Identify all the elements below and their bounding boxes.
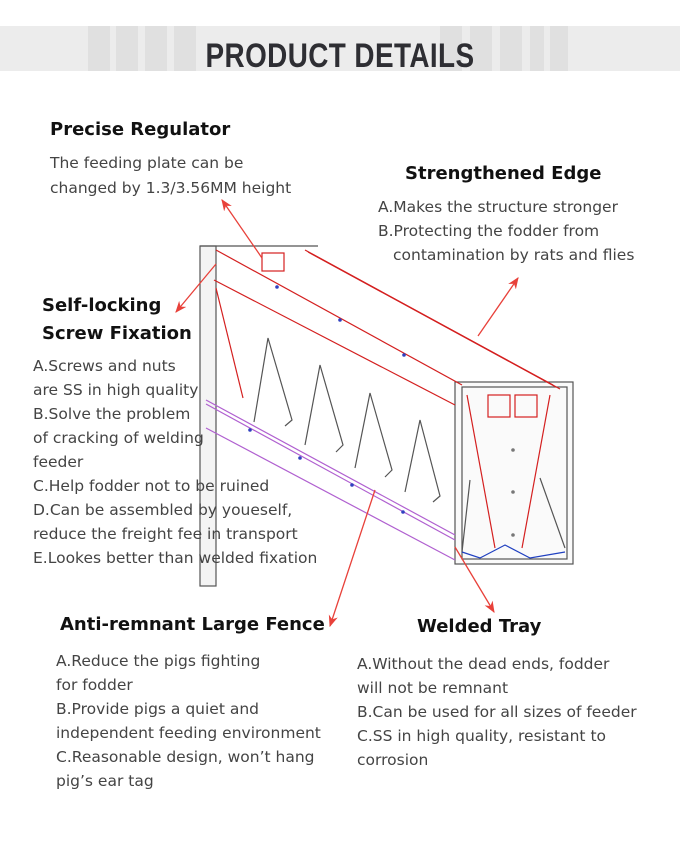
tray-line: corrosion	[357, 751, 429, 769]
arrow-tray	[454, 546, 495, 614]
edge-title: Strengthened Edge	[405, 163, 602, 184]
screw-line: C.Help fodder not to be ruined	[33, 477, 270, 495]
edge-line: A.Makes the structure stronger	[378, 198, 618, 216]
fence-line: pig’s ear tag	[56, 772, 154, 790]
screw-line: B.Solve the problem	[33, 405, 191, 423]
tray-line: C.SS in high quality, resistant to	[357, 727, 606, 745]
arrow-fence	[328, 489, 376, 628]
regulator-title: Precise Regulator	[50, 119, 231, 140]
screw-line: E.Lookes better than welded fixation	[33, 549, 318, 567]
fence-title: Anti-remnant Large Fence	[60, 614, 325, 635]
tray-line: will not be remnant	[357, 679, 509, 697]
screw-title-line: Screw Fixation	[42, 323, 192, 344]
screw-line: of cracking of welding	[33, 429, 204, 447]
screw-title-line: Self-locking	[42, 295, 162, 316]
edge-line: B.Protecting the fodder from	[378, 222, 600, 240]
arrow-regulator	[221, 199, 263, 259]
screw-line: D.Can be assembled by youeself,	[33, 501, 293, 519]
regulator-line: changed by 1.3/3.56MM height	[50, 179, 292, 197]
tray-title: Welded Tray	[417, 616, 542, 637]
screw-line: reduce the freight fee in transport	[33, 525, 298, 543]
arrow-edge	[477, 277, 519, 337]
tray-line: A.Without the dead ends, fodder	[357, 655, 610, 673]
screw-line: feeder	[33, 453, 84, 471]
screw-dots	[248, 285, 515, 537]
regulator-line: The feeding plate can be	[50, 154, 244, 172]
fence-line: A.Reduce the pigs fighting	[56, 652, 261, 670]
header-ghost-watermark	[88, 26, 568, 71]
edge-line: contamination by rats and flies	[393, 246, 635, 264]
arrow-screw	[175, 263, 217, 313]
page-title: PRODUCT DETAILS	[205, 37, 475, 75]
tray-line: B.Can be used for all sizes of feeder	[357, 703, 637, 721]
fence-line: independent feeding environment	[56, 724, 321, 742]
fence-line: B.Provide pigs a quiet and	[56, 700, 260, 718]
fence-line: C.Reasonable design, won’t hang	[56, 748, 315, 766]
screw-line: are SS in high quality	[33, 381, 199, 399]
screw-line: A.Screws and nuts	[33, 357, 176, 375]
fence-line: for fodder	[56, 676, 133, 694]
